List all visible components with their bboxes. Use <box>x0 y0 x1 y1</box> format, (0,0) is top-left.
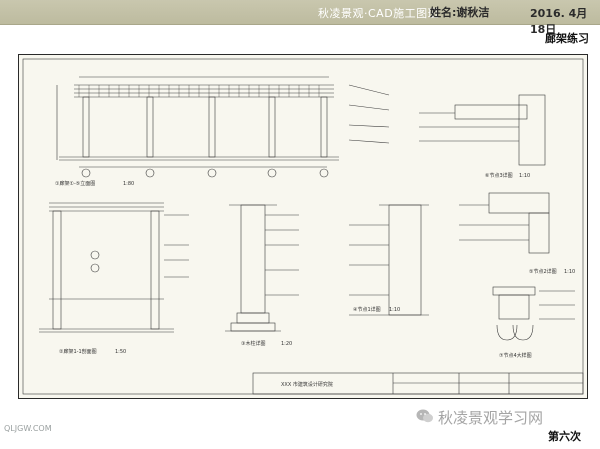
elevation-drawing <box>56 76 390 178</box>
wechat-icon <box>416 409 433 423</box>
brand-name: 秋凌景观学习网 <box>438 409 544 427</box>
column-detail <box>225 204 299 332</box>
site-watermark: QLJGW.COM <box>4 424 52 433</box>
column-label: ③木柱详图 <box>241 340 265 347</box>
node3-scale: 1:10 <box>519 173 530 179</box>
title-block-institute: XXX 市建筑设计研究院 <box>281 381 333 388</box>
section-drawing <box>39 202 189 333</box>
header-date: 2016. 4月18日 <box>530 7 588 36</box>
elevation-label: ①廊架①-⑤立面图 <box>55 180 95 187</box>
node2-label: ⑤节点2详图 <box>529 268 557 275</box>
node2-scale: 1:10 <box>564 269 575 275</box>
column-scale: 1:20 <box>281 341 292 347</box>
title-block <box>252 372 584 395</box>
node1-label: ④节点1详图 <box>353 306 381 313</box>
page-subtitle: 廊架练习 <box>545 32 589 45</box>
header-title: 秋凌景观·CAD施工图班 <box>318 7 440 20</box>
cad-drawing-sheet: ①廊架①-⑤立面图 1:80 ②廊架1-1剖面图 1:50 ③木柱详图 1:20… <box>18 54 588 399</box>
section-label: ②廊架1-1剖面图 <box>59 348 97 355</box>
node4-label: ⑦节点4大样图 <box>499 352 532 359</box>
node4-detail <box>492 286 575 341</box>
header-bar: 秋凌景观·CAD施工图班 姓名:谢秋洁 2016. 4月18日 <box>0 0 600 36</box>
page-label: 第六次 <box>548 430 581 443</box>
header-name: 姓名:谢秋洁 <box>430 6 490 19</box>
node1-scale: 1:10 <box>389 307 400 313</box>
node2-detail <box>459 192 550 254</box>
node3-detail <box>419 94 546 166</box>
node3-label: ⑥节点3详图 <box>485 172 513 179</box>
brand-logo: 秋凌景观学习网 <box>416 406 600 427</box>
section-scale: 1:50 <box>115 349 126 355</box>
node1-detail <box>349 204 429 316</box>
elevation-scale: 1:80 <box>123 181 134 187</box>
inner-frame <box>22 58 584 395</box>
cad-drawing-canvas: ①廊架①-⑤立面图 1:80 ②廊架1-1剖面图 1:50 ③木柱详图 1:20… <box>22 58 584 395</box>
